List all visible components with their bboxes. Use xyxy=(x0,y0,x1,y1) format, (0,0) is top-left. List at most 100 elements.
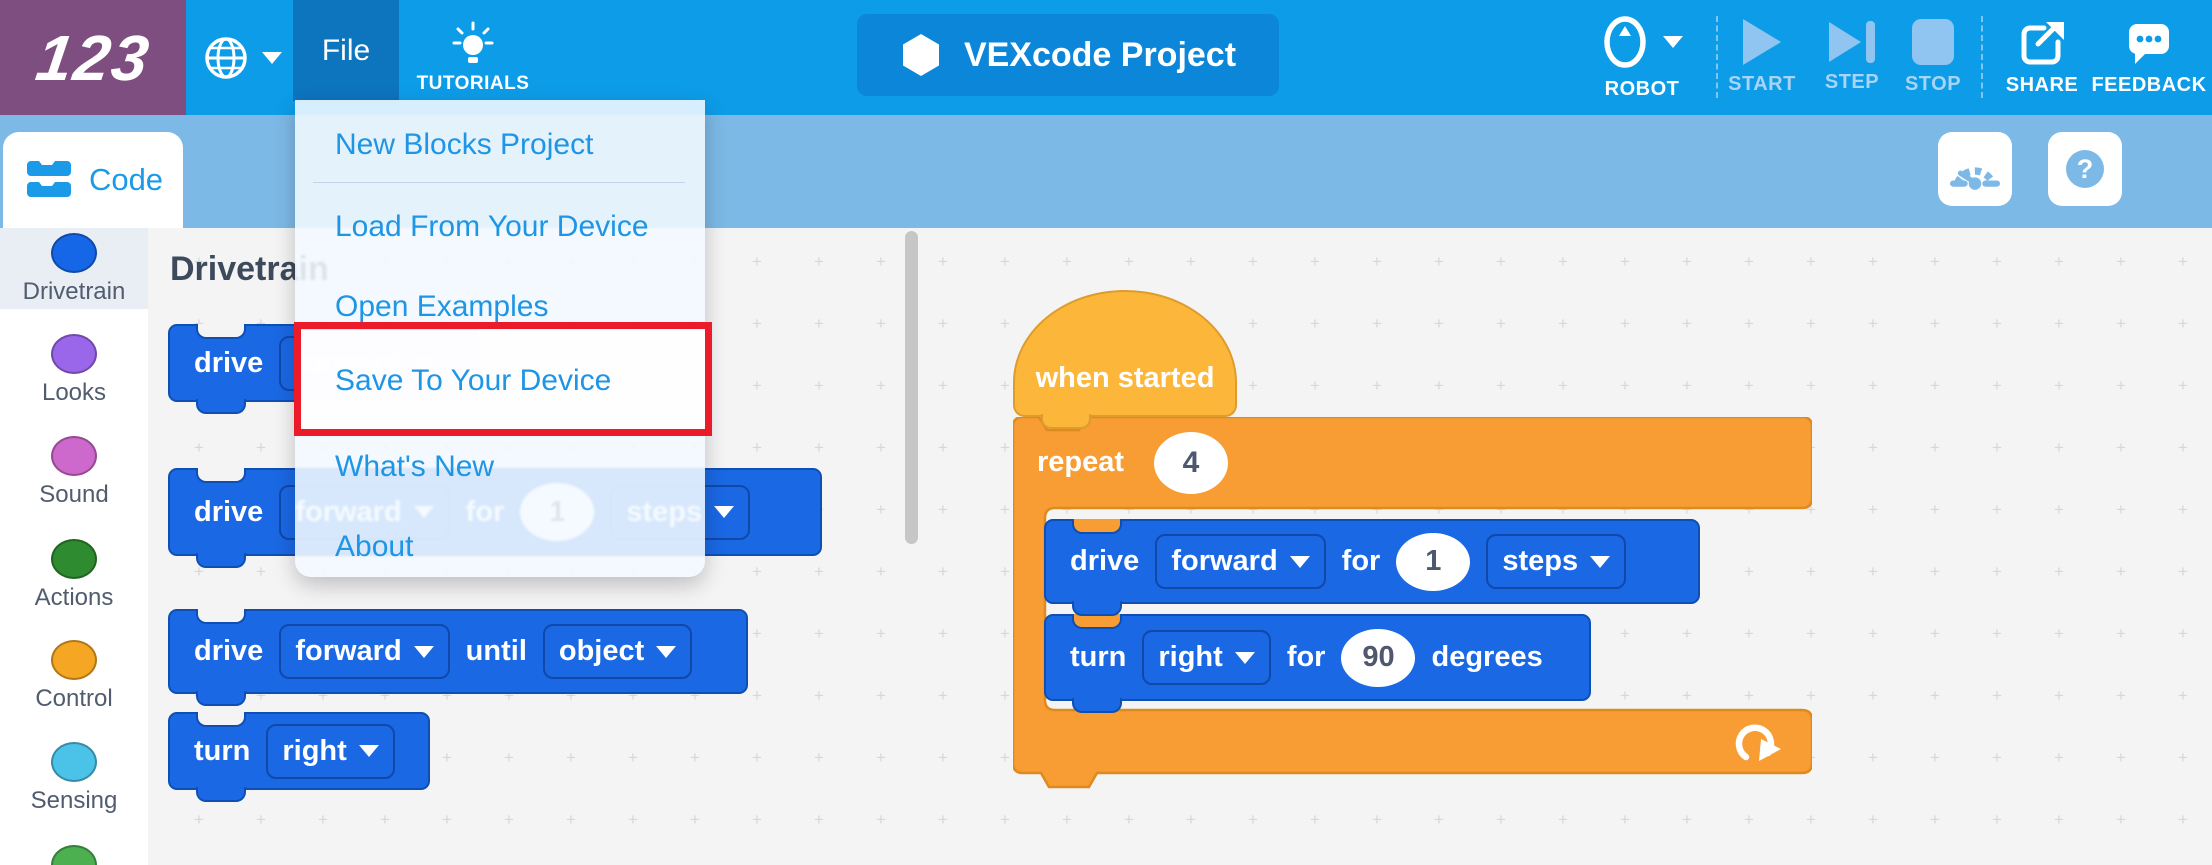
dropdown-value: forward xyxy=(1171,545,1278,577)
lightbulb-icon xyxy=(452,21,494,63)
category-label: Actions xyxy=(34,584,114,611)
category-label: Looks xyxy=(41,379,107,406)
value-input[interactable]: 90 xyxy=(1341,628,1416,687)
unit-dropdown[interactable]: steps xyxy=(1486,534,1627,589)
chevron-down-icon xyxy=(1663,36,1683,48)
menu-item-new-blocks-project[interactable]: New Blocks Project xyxy=(335,128,594,161)
sidebar-item-actions[interactable]: Actions xyxy=(0,539,148,635)
help-button[interactable]: ? xyxy=(2048,132,2122,206)
stop-button[interactable]: STOP xyxy=(1896,0,1970,115)
chevron-down-icon xyxy=(1590,555,1611,568)
chevron-down-icon xyxy=(1234,651,1255,664)
project-title: VEXcode Project xyxy=(963,35,1237,74)
step-label: STEP xyxy=(1824,71,1880,93)
chevron-down-icon xyxy=(656,645,677,658)
block-word: degrees xyxy=(1431,641,1543,673)
share-icon xyxy=(2021,22,2064,65)
start-button[interactable]: START xyxy=(1725,0,1799,115)
menu-item-whats-new[interactable]: What's New xyxy=(335,450,495,483)
tutorials-label: TUTORIALS xyxy=(416,72,530,94)
globe-icon xyxy=(205,36,247,79)
feedback-bubble-icon xyxy=(2129,24,2169,64)
palette-scrollbar[interactable] xyxy=(905,231,918,544)
dropdown-value: steps xyxy=(1502,545,1579,577)
sidebar-item-drivetrain[interactable]: Drivetrain xyxy=(0,233,148,329)
device-dashboard-button[interactable] xyxy=(1938,132,2012,206)
chevron-down-icon xyxy=(358,745,379,757)
loop-arrow-icon xyxy=(1735,724,1781,761)
category-circle xyxy=(51,334,97,374)
direction-dropdown[interactable]: right xyxy=(266,723,395,779)
feedback-label: FEEDBACK xyxy=(2091,74,2207,96)
block-word: for xyxy=(1341,545,1381,577)
play-icon xyxy=(1743,19,1781,65)
step-button[interactable]: STEP xyxy=(1815,0,1889,115)
robot-label: ROBOT xyxy=(1604,78,1680,100)
direction-dropdown[interactable]: right xyxy=(1142,630,1271,685)
category-circle xyxy=(51,436,97,476)
direction-dropdown[interactable]: forward xyxy=(1155,534,1326,589)
value-input[interactable]: 1 xyxy=(1396,532,1471,591)
menu-item-hover-background xyxy=(295,330,705,430)
category-circle xyxy=(51,640,97,680)
when-started-block[interactable]: when started xyxy=(1013,290,1237,429)
palette-block-turn[interactable]: turn right xyxy=(168,712,430,802)
category-label: Drivetrain xyxy=(22,278,126,305)
tutorials-button[interactable]: TUTORIALS xyxy=(408,0,538,115)
tab-code-label: Code xyxy=(88,162,164,197)
toolbar-divider xyxy=(1981,16,1983,98)
repeat-label: repeat xyxy=(1037,446,1125,478)
block-word: drive xyxy=(194,495,264,528)
sidebar-item-sound[interactable]: Sound xyxy=(0,436,148,532)
category-label: Sound xyxy=(39,481,109,508)
dropdown-value: right xyxy=(1158,641,1223,673)
logo-text: 123 xyxy=(31,21,155,94)
category-circle xyxy=(51,233,97,273)
repeat-count-input[interactable]: 4 xyxy=(1154,432,1228,494)
sidebar-item-looks[interactable]: Looks xyxy=(0,334,148,430)
save-highlight-box xyxy=(294,322,712,436)
hat-label: when started xyxy=(1035,362,1215,394)
robot-icon xyxy=(1604,16,1646,68)
category-sidebar: Drivetrain Looks Sound Actions Control S… xyxy=(0,228,148,865)
robot-menu-button[interactable]: ROBOT xyxy=(1582,0,1702,115)
menu-item-save-to-your-device[interactable]: Save To Your Device xyxy=(335,364,612,397)
object-dropdown[interactable]: object xyxy=(542,624,693,679)
main-toolbar: 123 File xyxy=(0,0,2212,115)
canvas-block-turn-degrees[interactable]: turn right for 90 degrees xyxy=(1044,614,1591,713)
category-circle xyxy=(51,742,97,782)
category-label: Sensing xyxy=(30,787,118,814)
stop-icon xyxy=(1912,19,1954,65)
category-label: Control xyxy=(35,685,113,712)
vex-123-logo: 123 xyxy=(0,0,186,115)
project-title-button[interactable]: VEXcode Project xyxy=(857,14,1279,96)
feedback-button[interactable]: FEEDBACK xyxy=(2091,0,2207,115)
menu-item-load-from-your-device[interactable]: Load From Your Device xyxy=(335,210,649,243)
dropdown-value: right xyxy=(282,734,347,767)
dropdown-value: object xyxy=(558,635,645,667)
menu-item-open-examples[interactable]: Open Examples xyxy=(335,290,549,323)
language-button[interactable] xyxy=(192,0,292,115)
share-label: SHARE xyxy=(2005,74,2079,96)
sidebar-item-partial[interactable] xyxy=(0,845,148,865)
share-button[interactable]: SHARE xyxy=(1998,0,2086,115)
block-word: drive xyxy=(1070,545,1140,577)
direction-dropdown[interactable]: forward xyxy=(279,624,450,679)
chevron-down-icon xyxy=(262,51,282,64)
sidebar-item-control[interactable]: Control xyxy=(0,640,148,736)
file-menu-button[interactable]: File xyxy=(293,0,399,101)
block-word: turn xyxy=(194,734,251,767)
dropdown-value: forward xyxy=(295,635,402,667)
canvas-block-drive-for-steps[interactable]: drive forward for 1 steps xyxy=(1044,519,1700,616)
palette-block-drive-until[interactable]: drive forward until object xyxy=(168,609,748,706)
code-blocks-icon xyxy=(26,161,71,197)
tab-code[interactable]: Code xyxy=(3,132,183,228)
block-word: drive xyxy=(194,635,264,667)
gauge-icon xyxy=(1950,167,2000,190)
toolbar-divider xyxy=(1716,16,1718,98)
sidebar-item-sensing[interactable]: Sensing xyxy=(0,742,148,838)
question-mark-icon: ? xyxy=(2066,150,2104,188)
menu-item-about[interactable]: About xyxy=(335,530,414,563)
chevron-down-icon xyxy=(413,645,434,658)
